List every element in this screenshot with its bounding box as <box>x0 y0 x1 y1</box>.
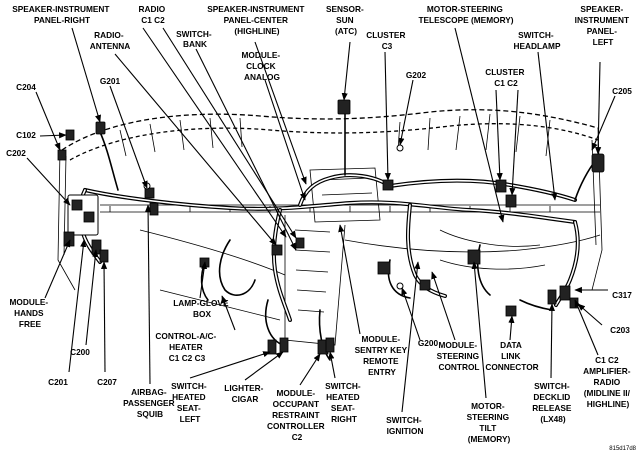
label-motor-steering-telescope: MOTOR-STEERING TELESCOPE (MEMORY) <box>418 4 513 25</box>
label-switch-headlamp: SWITCH- HEADLAMP <box>513 30 560 51</box>
label-c200: C200 <box>70 347 90 357</box>
label-c205: C205 <box>612 86 632 96</box>
label-control-ac-heater: CONTROL-A/C- HEATER C1 C2 C3 <box>155 331 218 363</box>
label-cluster-c1-c2: CLUSTER C1 C2 <box>485 67 527 88</box>
leader-lines <box>26 27 616 413</box>
label-switch-heated-seat-left: SWITCH- HEATED SEAT- LEFT <box>171 381 209 424</box>
components <box>57 99 605 355</box>
label-module-sentry-key: MODULE- SENTRY KEY REMOTE ENTRY <box>355 334 410 377</box>
label-switch-ignition: SWITCH- IGNITION <box>386 415 424 436</box>
labels: SPEAKER-INSTRUMENT PANEL-RIGHT RADIO C1 … <box>6 4 637 452</box>
label-radio-antenna: RADIO- ANTENNA <box>90 30 131 51</box>
label-speaker-instrument-panel-center: SPEAKER-INSTRUMENT PANEL-CENTER (HIGHLIN… <box>207 4 307 36</box>
figure-code: 815d17d8 <box>609 446 636 452</box>
label-airbag-passenger-squib: AIRBAG- PASSENGER SQUIB <box>123 387 177 419</box>
label-lamp-glove-box: LAMP-GLOVE BOX <box>173 298 231 319</box>
label-speaker-instrument-panel-right: SPEAKER-INSTRUMENT PANEL-RIGHT <box>12 4 112 25</box>
label-c203: C203 <box>610 325 630 335</box>
label-module-clock-analog: MODULE- CLOCK ANALOG <box>241 50 282 82</box>
label-speaker-instrument-panel-left: SPEAKER- INSTRUMENT PANEL- LEFT <box>575 4 632 47</box>
instrument-panel-outline <box>57 109 603 346</box>
label-c204: C204 <box>16 82 36 92</box>
label-c202: C202 <box>6 148 26 158</box>
label-g201: G201 <box>100 76 121 86</box>
label-switch-bank: SWITCH- BANK <box>176 29 214 49</box>
label-motor-steering-tilt: MOTOR- STEERING TILT (MEMORY) <box>467 401 512 444</box>
label-c201: C201 <box>48 377 68 387</box>
label-c102: C102 <box>16 130 36 140</box>
label-module-steering-control: MODULE- STEERING CONTROL <box>437 340 482 372</box>
label-cluster-c3: CLUSTER C3 <box>366 30 408 51</box>
label-switch-heated-seat-right: SWITCH- HEATED SEAT- RIGHT <box>325 381 363 424</box>
label-switch-decklid-release: SWITCH- DECKLID RELEASE (LX48) <box>532 381 574 424</box>
label-c207: C207 <box>97 377 117 387</box>
label-g202: G202 <box>406 70 427 80</box>
label-c317: C317 <box>612 290 632 300</box>
label-data-link-connector: DATA LINK CONNECTOR <box>485 340 538 372</box>
label-module-hands-free: MODULE- HANDS FREE <box>9 297 50 329</box>
label-amplifier-radio: C1 C2 AMPLIFIER- RADIO (MIDLINE II/ HIGH… <box>583 355 633 409</box>
label-g200: G200 <box>418 338 439 348</box>
wiring-harness <box>77 111 597 361</box>
label-radio-c1-c2: RADIO C1 C2 <box>138 4 167 25</box>
label-lighter-cigar: LIGHTER- CIGAR <box>224 383 266 404</box>
label-module-occupant-restraint: MODULE- OCCUPANT RESTRAINT CONTROLLER C2 <box>267 388 327 442</box>
label-sensor-sun: SENSOR- SUN (ATC) <box>326 4 366 36</box>
